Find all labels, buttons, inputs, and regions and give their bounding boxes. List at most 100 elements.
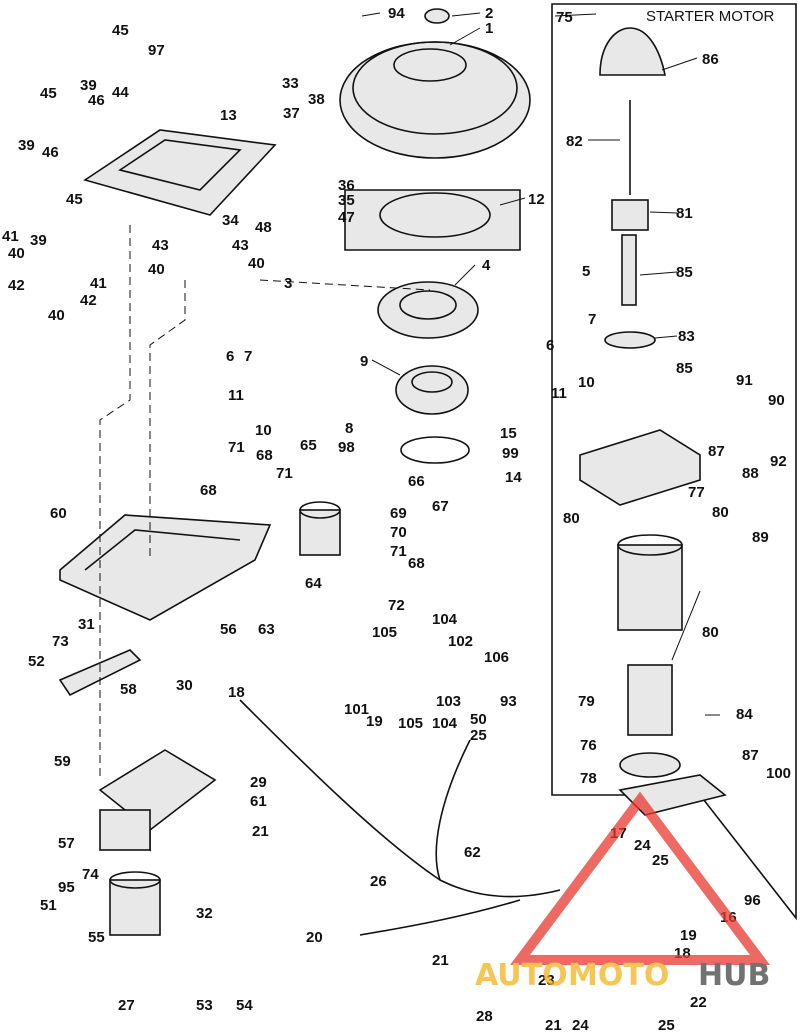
callout-85b: 85 bbox=[676, 264, 693, 281]
callout-1: 1 bbox=[485, 20, 493, 37]
callout-42b: 42 bbox=[80, 292, 97, 309]
callout-36: 36 bbox=[338, 177, 355, 194]
callout-28: 28 bbox=[476, 1008, 493, 1025]
callout-21b: 21 bbox=[432, 952, 449, 969]
callout-7a: 7 bbox=[588, 311, 596, 328]
callout-78: 78 bbox=[580, 770, 597, 787]
callout-14: 14 bbox=[505, 469, 522, 486]
callout-39a: 39 bbox=[80, 77, 97, 94]
callout-4: 4 bbox=[482, 257, 491, 274]
callout-33: 33 bbox=[282, 75, 299, 92]
leader-lines bbox=[361, 12, 720, 716]
watermark-auto: AUTO bbox=[475, 958, 568, 993]
callout-65: 65 bbox=[300, 437, 317, 454]
callout-53: 53 bbox=[196, 997, 213, 1014]
watermark-hub: HUB bbox=[698, 958, 770, 993]
callout-45c: 45 bbox=[66, 191, 83, 208]
callout-71a: 71 bbox=[228, 439, 245, 456]
rectifier bbox=[98, 749, 217, 852]
callout-45a: 45 bbox=[112, 22, 129, 39]
callout-13: 13 bbox=[220, 107, 237, 124]
starter-shaft bbox=[621, 234, 637, 306]
phantom-line-3 bbox=[259, 279, 431, 291]
callout-35: 35 bbox=[338, 192, 355, 209]
phantom-line-1 bbox=[99, 225, 131, 780]
callout-40a: 40 bbox=[8, 245, 25, 262]
armature bbox=[627, 664, 673, 736]
callout-45b: 45 bbox=[40, 85, 57, 102]
callout-61: 61 bbox=[250, 793, 267, 810]
callout-21a: 21 bbox=[252, 823, 269, 840]
watermark-logo: AUTO MOTO HUB bbox=[475, 791, 770, 993]
callout-100: 100 bbox=[766, 765, 791, 782]
callout-76: 76 bbox=[580, 737, 597, 754]
callout-43b: 43 bbox=[232, 237, 249, 254]
wiring-harness-branch bbox=[435, 739, 471, 881]
callout-99: 99 bbox=[502, 445, 519, 462]
callout-42a: 42 bbox=[8, 277, 25, 294]
callout-66: 66 bbox=[408, 473, 425, 490]
callout-15: 15 bbox=[500, 425, 517, 442]
callout-20: 20 bbox=[306, 929, 323, 946]
callout-25c: 25 bbox=[658, 1017, 675, 1034]
callout-32: 32 bbox=[196, 905, 213, 922]
callout-105a: 105 bbox=[372, 624, 397, 641]
callout-71b: 71 bbox=[276, 465, 293, 482]
callout-48: 48 bbox=[255, 219, 272, 236]
terminal-block bbox=[58, 649, 142, 697]
callout-103: 103 bbox=[436, 693, 461, 710]
callout-74: 74 bbox=[82, 866, 99, 883]
callout-92: 92 bbox=[770, 453, 787, 470]
wiring-harness-lead bbox=[359, 899, 521, 936]
callout-40c: 40 bbox=[148, 261, 165, 278]
callout-70: 70 bbox=[390, 524, 407, 541]
callout-47: 47 bbox=[338, 209, 355, 226]
callout-73: 73 bbox=[52, 633, 69, 650]
callout-40d: 40 bbox=[48, 307, 65, 324]
callout-96: 96 bbox=[744, 892, 761, 909]
starter-section-title: STARTER MOTOR bbox=[646, 8, 775, 25]
callout-22: 22 bbox=[690, 994, 707, 1011]
callout-102: 102 bbox=[448, 633, 473, 650]
ignition-coil bbox=[109, 871, 161, 936]
retaining-ring bbox=[400, 436, 470, 464]
callout-82: 82 bbox=[566, 133, 583, 150]
callout-3: 3 bbox=[284, 275, 292, 292]
drive-pinion bbox=[611, 199, 649, 231]
callout-104b: 104 bbox=[432, 715, 458, 732]
starter-section-border bbox=[551, 3, 797, 921]
callout-52: 52 bbox=[28, 653, 45, 670]
callout-43a: 43 bbox=[152, 237, 169, 254]
callout-56: 56 bbox=[220, 621, 237, 638]
callout-106: 106 bbox=[484, 649, 509, 666]
callout-60: 60 bbox=[50, 505, 67, 522]
callout-86: 86 bbox=[702, 51, 719, 68]
callout-84: 84 bbox=[736, 706, 753, 723]
callout-72: 72 bbox=[388, 597, 405, 614]
electrical-bracket bbox=[59, 514, 272, 621]
callout-38: 38 bbox=[308, 91, 325, 108]
callout-81: 81 bbox=[676, 205, 693, 222]
callout-64: 64 bbox=[305, 575, 322, 592]
starter-end-cap bbox=[579, 429, 701, 506]
callout-2: 2 bbox=[485, 5, 493, 22]
callout-80a: 80 bbox=[563, 510, 580, 527]
callout-29: 29 bbox=[250, 774, 267, 791]
callout-79: 79 bbox=[578, 693, 595, 710]
callout-104a: 104 bbox=[432, 611, 458, 628]
callout-10b: 10 bbox=[255, 422, 272, 439]
callout-95: 95 bbox=[58, 879, 75, 896]
callout-39c: 39 bbox=[30, 232, 47, 249]
power-pack bbox=[83, 129, 277, 216]
callout-62: 62 bbox=[464, 844, 481, 861]
starter-cap bbox=[599, 27, 666, 76]
callout-11b: 11 bbox=[551, 385, 567, 402]
callout-59: 59 bbox=[54, 753, 71, 770]
callout-30: 30 bbox=[176, 677, 193, 694]
timer-base bbox=[395, 365, 469, 415]
callout-6b: 6 bbox=[226, 348, 234, 365]
callout-26: 26 bbox=[370, 873, 387, 890]
watermark-triangle bbox=[510, 791, 770, 965]
watermark-moto: MOTO bbox=[568, 958, 669, 993]
